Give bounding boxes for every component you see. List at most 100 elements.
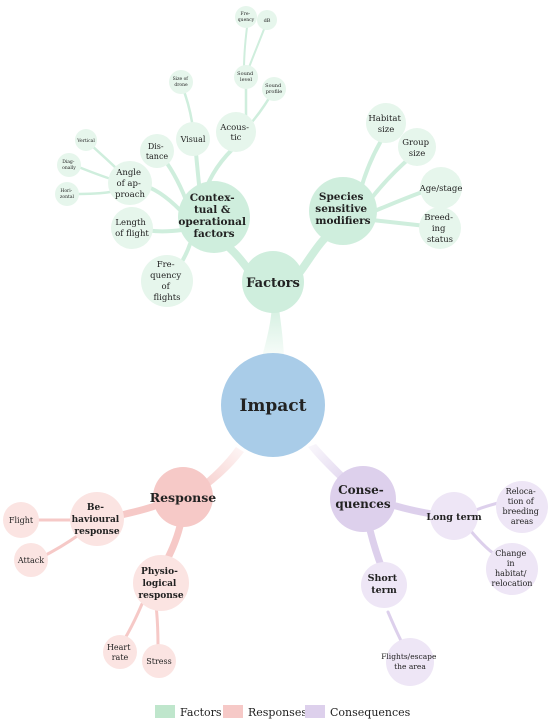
angle-line-2: of ap- (116, 179, 140, 189)
svg-text:Short term: Short term (368, 573, 401, 596)
vertical-label: Vertical (76, 138, 95, 144)
species-line-2: sensitive (315, 203, 367, 215)
svg-text:Sound level: Sound level (237, 71, 255, 83)
distance-line-1: Dis- (148, 142, 164, 151)
svg-text:Diag- onally: Diag- onally (62, 159, 76, 171)
length-line-2: of flight (115, 229, 149, 239)
visual-label: Visual (180, 135, 206, 144)
sound-profile-line-1: Sound (265, 83, 282, 89)
svg-text:Flights/escape the area: Flights/escape the area (381, 652, 439, 671)
physiological-line-2: logical (142, 579, 176, 589)
short-term-line-1: Short (368, 573, 398, 584)
diagonally-line-1: Diag- (62, 159, 75, 165)
flights-escape-line-2: the area (394, 662, 426, 671)
branches (36, 19, 504, 652)
sound-level-line-2: level (240, 77, 252, 83)
legend-item-responses: Responses (223, 705, 307, 719)
contextual-line-3: operational (178, 216, 246, 228)
node-flight: Flight (3, 502, 39, 538)
node-behavioural-response: Be- havioural response (70, 492, 124, 546)
node-db: dB (257, 10, 277, 30)
node-response: Response (150, 467, 216, 527)
legend-item-factors: Factors (155, 705, 222, 719)
svg-text:Breed- ing status: Breed- ing status (424, 213, 455, 245)
short-term-line-2: term (371, 585, 397, 596)
legend-item-consequences: Consequences (305, 705, 411, 719)
sound-profile-line-2: profile (266, 89, 283, 95)
svg-text:Acous- tic: Acous- tic (219, 123, 251, 143)
legend-label-responses: Responses (248, 706, 307, 719)
node-horizontal: Hori- zontal (55, 182, 79, 206)
svg-text:Heart rate: Heart rate (107, 643, 133, 662)
node-breeding-status: Breed- ing status (419, 207, 461, 249)
consequences-line-2: quences (335, 497, 390, 511)
freq-flights-line-4: flights (153, 293, 180, 303)
behavioural-line-2: havioural (72, 515, 120, 525)
group-line-2: size (409, 149, 426, 159)
node-sound-level: Sound level (234, 65, 258, 89)
svg-text:Contex- tual & ope: Contex- tual & operational factors (178, 192, 249, 240)
svg-text:Length of flight: Length of flight (115, 218, 149, 239)
angle-line-1: Angle (115, 168, 141, 178)
svg-text:Hori- zontal: Hori- zontal (60, 188, 74, 200)
legend-swatch-consequences (305, 705, 325, 718)
node-heart-rate: Heart rate (103, 635, 137, 669)
relocation-line-1: Reloca- (506, 487, 536, 496)
group-line-1: Group (402, 138, 429, 148)
breeding-line-3: status (427, 235, 453, 245)
node-flights-escape: Flights/escape the area (381, 638, 439, 686)
frequency-sound-line-1: Fre- (241, 11, 251, 17)
breeding-line-2: ing (432, 224, 446, 234)
horizontal-line-1: Hori- (60, 188, 72, 194)
heart-rate-line-2: rate (112, 653, 129, 662)
legend-label-consequences: Consequences (330, 706, 411, 719)
branch-impact-factors (262, 300, 284, 357)
node-contextual-factors: Contex- tual & operational factors (178, 181, 250, 253)
node-angle-of-approach: Angle of ap- proach (108, 161, 152, 205)
link-consequences-longterm (392, 502, 436, 518)
svg-text:Fre- quency of: Fre- quency of flights (150, 260, 184, 303)
frequency-sound-line-2: quency (238, 18, 255, 23)
node-visual: Visual (176, 122, 210, 156)
node-sound-profile: Sound profile (262, 77, 286, 101)
svg-text:Habitat size: Habitat size (368, 114, 403, 135)
node-frequency-of-flights: Fre- quency of flights (141, 255, 193, 307)
svg-text:Sound profile: Sound profile (265, 83, 283, 95)
link-physiological-stress (154, 604, 160, 650)
freq-flights-line-2: quency (150, 271, 181, 281)
node-stress: Stress (142, 644, 176, 678)
horizontal-line-2: zontal (60, 194, 74, 200)
length-line-1: Length (115, 218, 146, 228)
svg-text:Physio- logical re: Physio- logical response (138, 567, 183, 601)
stress-label: Stress (146, 657, 171, 666)
link-response-behavioural (114, 500, 164, 520)
contextual-line-2: tual & (194, 204, 231, 216)
distance-line-2: tance (146, 152, 169, 161)
change-line-1: Change (495, 549, 526, 558)
acoustic-line-2: tic (231, 133, 242, 143)
freq-flights-line-3: of (162, 282, 171, 292)
link-physiological-heartrate (122, 602, 144, 642)
link-species-breeding (370, 218, 428, 228)
freq-flights-line-1: Fre- (157, 260, 175, 270)
node-group-size: Group size (398, 128, 436, 166)
node-attack: Attack (14, 543, 48, 577)
relocation-line-4: areas (511, 517, 533, 526)
svg-text:Reloca- tion of br: Reloca- tion of breeding areas (503, 487, 542, 526)
species-line-1: Species (319, 191, 364, 203)
contextual-line-1: Contex- (190, 192, 235, 204)
link-angle-horizontal (72, 190, 112, 196)
link-angle-diagonally (74, 164, 110, 180)
link-species-group (368, 154, 414, 202)
legend-swatch-factors (155, 705, 175, 718)
node-length-of-flight: Length of flight (111, 207, 153, 249)
contextual-line-4: factors (193, 228, 234, 240)
link-species-habitat (358, 134, 386, 194)
svg-text:Dis- tance: Dis- tance (146, 142, 169, 161)
breeding-line-1: Breed- (424, 213, 453, 223)
node-long-term: Long term (426, 492, 482, 540)
impact-label: Impact (239, 396, 306, 416)
svg-text:Angle of ap- proac: Angle of ap- proach (115, 168, 145, 200)
flights-escape-line-1: Flights/escape (381, 652, 437, 661)
